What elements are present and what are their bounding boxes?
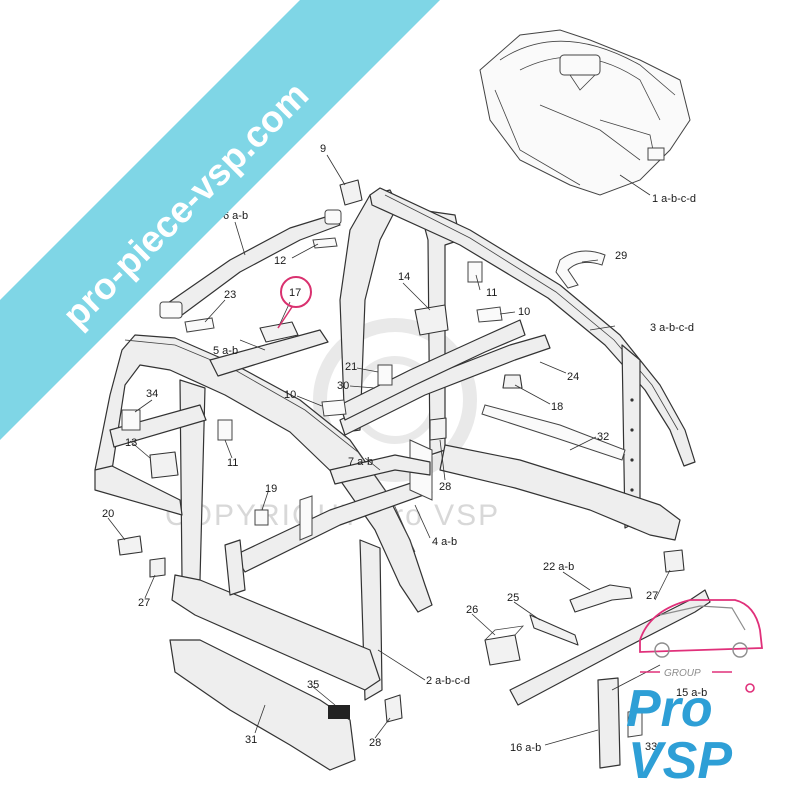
sill-cover-31 xyxy=(169,639,356,771)
callout-23: 23 xyxy=(224,289,236,301)
post-16 xyxy=(597,677,621,769)
grab-handle-22 xyxy=(569,584,633,613)
logo-word-vsp: VSP xyxy=(628,732,732,790)
roof-side-rail-6 xyxy=(159,209,342,319)
provsp-logo: GROUP Pro VSP xyxy=(626,599,764,790)
callout-15: 15 a-b xyxy=(676,687,707,699)
part-33 xyxy=(627,709,643,738)
callout-27b: 27 xyxy=(646,590,658,602)
callout-29: 29 xyxy=(615,250,627,262)
callout-28b: 28 xyxy=(369,737,381,749)
rear-hoop xyxy=(339,189,461,456)
callout-28a: 28 xyxy=(439,481,451,493)
cross-member-left xyxy=(109,404,207,448)
callout-5: 5 a-b xyxy=(213,345,238,357)
bracket-20 xyxy=(117,535,143,556)
callout-33: 33 xyxy=(645,741,657,753)
callout-10a: 10 xyxy=(284,389,296,401)
callout-21: 21 xyxy=(345,361,357,373)
bracket-23 xyxy=(184,317,215,333)
rear-crossbar-15 xyxy=(509,589,711,706)
bracket-13 xyxy=(149,451,179,479)
roof-rail-3 xyxy=(369,187,696,467)
callout-17: 17 xyxy=(289,287,301,299)
highlight-circle xyxy=(277,276,312,329)
logo-word-pro: Pro xyxy=(626,680,713,738)
floor-member-left xyxy=(224,539,246,596)
bracket-27a xyxy=(149,557,166,578)
callout-20: 20 xyxy=(102,508,114,520)
bracket-21 xyxy=(377,364,393,386)
callout-2: 2 a-b-c-d xyxy=(426,675,470,687)
cross-beam-30 xyxy=(339,319,526,421)
callout-18: 18 xyxy=(551,401,563,413)
callout-9: 9 xyxy=(320,143,326,155)
bracket-11a xyxy=(467,261,483,283)
side-sill-32 xyxy=(439,444,681,541)
bracket-28b xyxy=(384,694,403,723)
strap-25 xyxy=(529,614,579,646)
callout-6: 6 a-b xyxy=(223,210,248,222)
callout-35: 35 xyxy=(307,679,319,691)
bracket-11b xyxy=(217,419,233,441)
box-26 xyxy=(484,625,525,666)
callout-24: 24 xyxy=(567,371,579,383)
callout-32: 32 xyxy=(597,431,609,443)
callout-34: 34 xyxy=(146,388,158,400)
bracket-14 xyxy=(414,304,449,336)
bracket-28a xyxy=(429,417,447,441)
callout-1: 1 a-b-c-d xyxy=(652,193,696,205)
callout-11b: 11 xyxy=(227,457,238,469)
callout-31: 31 xyxy=(245,734,257,746)
bracket-10a xyxy=(321,399,347,417)
bracket-34 xyxy=(121,409,141,431)
callout-14: 14 xyxy=(398,271,410,283)
grommet-18 xyxy=(502,374,523,389)
front-lower-rail xyxy=(94,465,183,516)
handle-29 xyxy=(555,250,606,289)
overview-body-shell xyxy=(479,29,691,196)
logo-group-text: GROUP xyxy=(664,668,701,679)
callout-3: 3 a-b-c-d xyxy=(650,322,694,334)
callout-4: 4 a-b xyxy=(432,536,457,548)
callout-27a: 27 xyxy=(138,597,150,609)
callout-7: 7 a-b xyxy=(348,456,373,468)
bracket-12 xyxy=(312,237,338,249)
callout-26: 26 xyxy=(466,604,478,616)
hinge-9 xyxy=(339,179,363,206)
lower-door-rail xyxy=(171,574,381,691)
plate-35 xyxy=(328,705,350,719)
callout-10b: 10 xyxy=(518,306,530,318)
bracket-10b xyxy=(476,306,503,323)
callout-11a: 11 xyxy=(486,287,497,299)
bracket-27b xyxy=(663,549,685,573)
callout-16: 16 a-b xyxy=(510,742,541,754)
bracket-19 xyxy=(254,509,269,526)
callout-13: 13 xyxy=(125,437,137,449)
callout-labels: 9 6 a-b 12 23 17 14 11 10 3 a-b-c-d 29 5… xyxy=(102,143,707,754)
cross-rail-5 xyxy=(209,329,329,377)
callout-30: 30 xyxy=(337,380,349,392)
callout-25: 25 xyxy=(507,592,519,604)
callout-22: 22 a-b xyxy=(543,561,574,573)
callout-19: 19 xyxy=(265,483,277,495)
callout-12: 12 xyxy=(274,255,286,267)
